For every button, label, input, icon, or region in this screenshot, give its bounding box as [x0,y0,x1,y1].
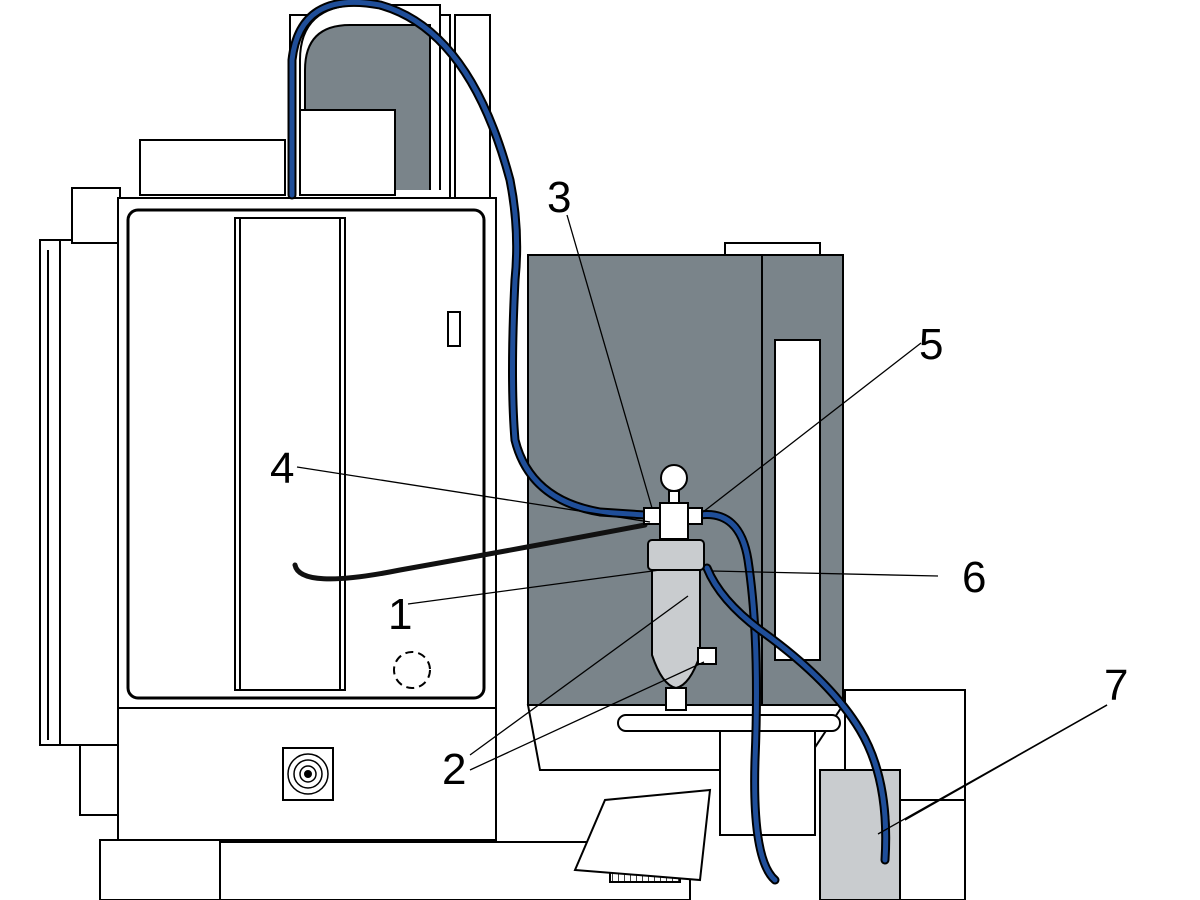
leader-line-6 [711,570,939,577]
callout-7: 7 [1104,661,1128,710]
blue-coolant-hose [287,0,891,885]
filter-regulator [647,539,717,711]
black-air-hose [292,522,648,582]
leader-line-5 [702,342,922,513]
leader-line-1 [407,569,661,605]
callout-2: 2 [442,745,466,794]
cabinet [117,197,497,841]
leader-line-2a [469,595,689,756]
leader-lines [296,214,1108,835]
machine-base [99,689,966,900]
callout-3: 3 [547,173,571,222]
callout-1: 1 [388,590,412,639]
upper-cable-carrier [139,4,491,201]
callout-4: 4 [270,444,294,493]
pressure-gauge [643,464,703,540]
callouts: 3 4 5 6 1 2 7 [270,173,1128,794]
leader-line-7b [877,704,1108,835]
support-rod [617,714,841,732]
callout-6: 6 [962,553,986,602]
left-side-panel [39,187,121,816]
callout-5: 5 [919,320,943,369]
leader-line-2b [469,661,705,771]
leader-line-4 [296,466,651,523]
leader-line-3 [566,214,653,509]
